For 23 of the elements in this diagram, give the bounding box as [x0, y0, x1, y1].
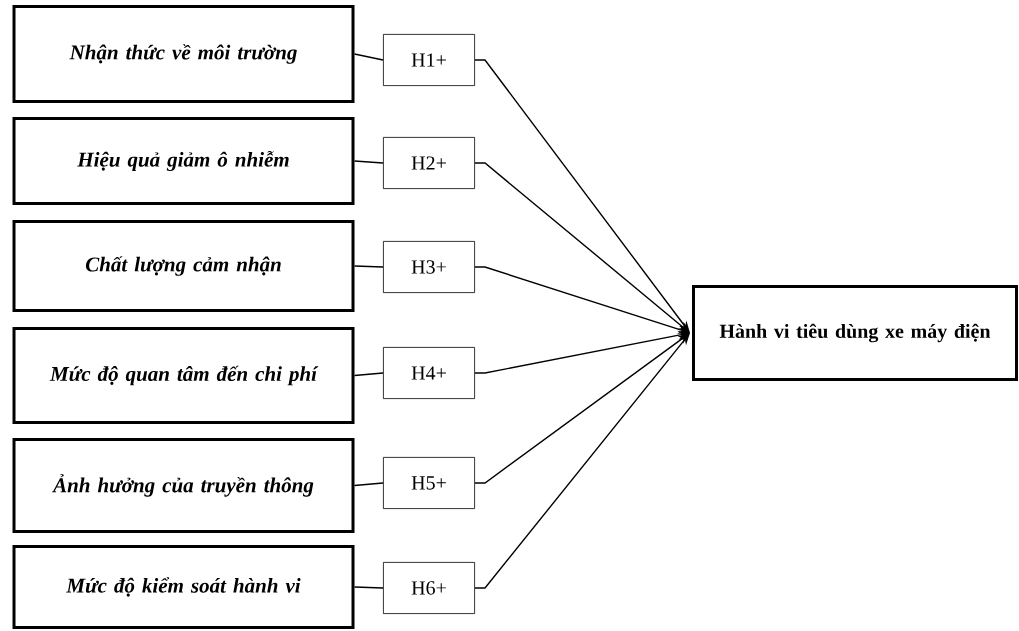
hypothesis-box: H6+	[383, 562, 475, 614]
connector-line	[474, 162, 690, 333]
connector-line	[353, 160, 384, 164]
outcome-box: Hành vi tiêu dùng xe máy điện	[692, 285, 1018, 381]
hypothesis-box: H5+	[383, 457, 475, 509]
hypothesis-box: H1+	[383, 34, 475, 86]
connector-line	[474, 59, 690, 333]
connector-line	[474, 333, 690, 589]
factor-box: Mức độ quan tâm đến chi phí	[12, 327, 355, 424]
hypothesis-box: H4+	[383, 347, 475, 399]
connector-line	[474, 333, 690, 484]
connector-line	[353, 53, 384, 61]
connector-line	[353, 372, 384, 377]
hypothesis-box: H2+	[383, 137, 475, 189]
factor-box: Ảnh hưởng của truyền thông	[12, 438, 355, 533]
hypothesis-box: H3+	[383, 241, 475, 293]
factor-box: Mức độ kiểm soát hành vi	[12, 545, 355, 629]
factor-box: Chất lượng cảm nhận	[12, 220, 355, 312]
connector-line	[353, 586, 384, 589]
connector-line	[353, 265, 384, 268]
factor-box: Nhận thức về môi trường	[12, 5, 355, 103]
connector-line	[353, 482, 384, 487]
factor-box: Hiệu quả giảm ô nhiễm	[12, 117, 355, 205]
